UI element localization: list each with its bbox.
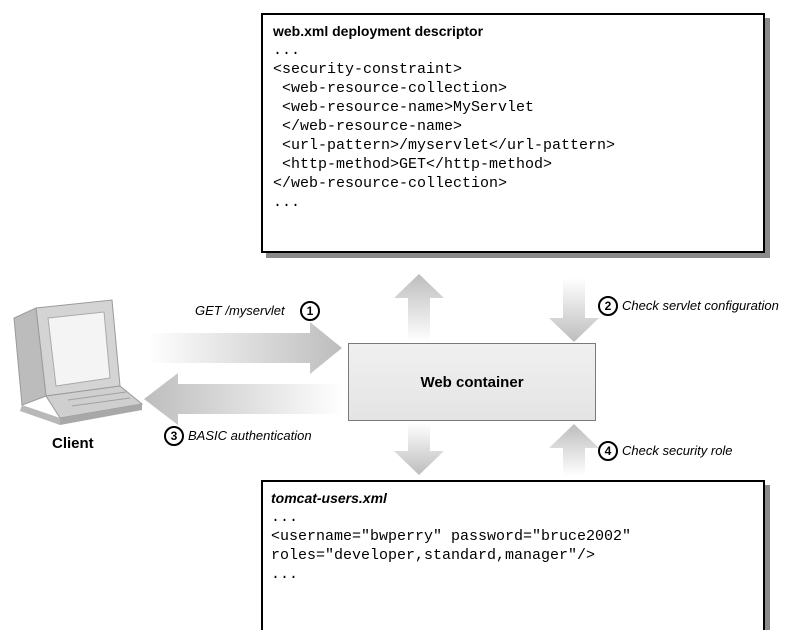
tomcat-line: <username="bwperry" password="bruce2002" <box>271 528 632 545</box>
step1-label: GET /myservlet <box>195 303 285 318</box>
webxml-line: ... <box>273 42 301 59</box>
arrow-auth-challenge <box>144 373 343 425</box>
arrow-up-to-webxml <box>394 274 444 342</box>
client-label: Client <box>52 435 94 452</box>
step3-number: 3 <box>164 426 184 446</box>
webxml-descriptor-box: web.xml deployment descriptor ... <secur… <box>261 13 765 253</box>
webxml-line: ... <box>273 194 301 211</box>
step2-number: 2 <box>598 296 618 316</box>
laptop-icon <box>13 299 144 425</box>
web-container-box: Web container <box>348 343 596 421</box>
arrow-check-config <box>549 278 599 342</box>
webxml-title: web.xml deployment descriptor <box>273 23 484 39</box>
webxml-line: <web-resource-name>MyServlet <box>273 99 535 116</box>
tomcat-title: tomcat-users.xml <box>271 490 387 506</box>
tomcat-line: roles="developer,standard,manager"/> <box>271 547 596 564</box>
step1-number: 1 <box>300 301 320 321</box>
webxml-line: <http-method>GET</http-method> <box>273 156 553 173</box>
webxml-line: </web-resource-name> <box>273 118 463 135</box>
step4-number: 4 <box>598 441 618 461</box>
webxml-line: </web-resource-collection> <box>273 175 508 192</box>
step3-label: BASIC authentication <box>188 428 312 443</box>
tomcat-users-box: tomcat-users.xml ... <username="bwperry"… <box>261 480 765 630</box>
arrow-down-to-tomcat <box>394 423 444 475</box>
web-container-label: Web container <box>420 373 524 391</box>
webxml-line: <web-resource-collection> <box>273 80 508 97</box>
webxml-line: <security-constraint> <box>273 61 463 78</box>
arrow-check-role <box>549 424 599 476</box>
step4-label: Check security role <box>622 443 733 458</box>
tomcat-line: ... <box>271 566 299 583</box>
webxml-line: <url-pattern>/myservlet</url-pattern> <box>273 137 616 154</box>
arrow-request <box>147 322 342 374</box>
tomcat-line: ... <box>271 509 299 526</box>
step2-label: Check servlet configuration <box>622 298 779 313</box>
